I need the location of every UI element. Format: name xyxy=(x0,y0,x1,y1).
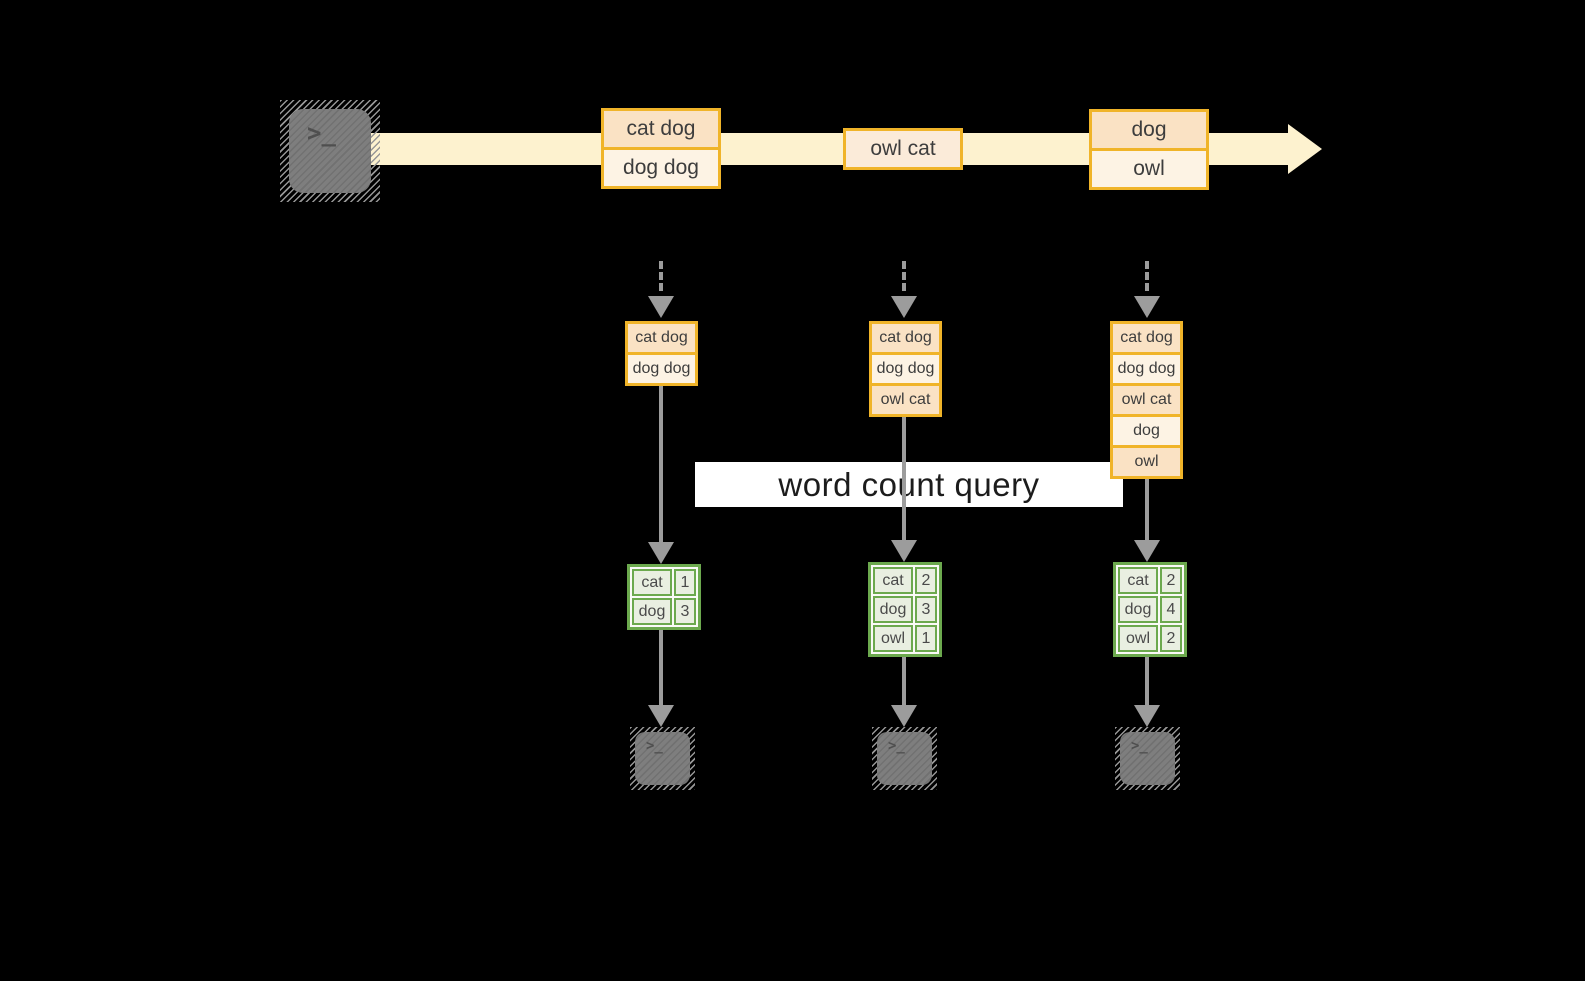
state-row: dog xyxy=(1113,414,1180,445)
flow-arrow xyxy=(902,417,906,540)
result-word: dog xyxy=(873,596,913,623)
event-row: owl xyxy=(1092,148,1206,187)
flow-arrow xyxy=(1145,657,1149,705)
terminal-prompt-icon: >_ xyxy=(646,738,663,754)
flow-arrow xyxy=(659,386,663,542)
event-row: dog dog xyxy=(604,147,718,186)
sink-terminal-icon: >_ xyxy=(872,727,937,790)
state-stack: cat dog dog dog owl cat xyxy=(869,321,942,417)
result-count: 4 xyxy=(1160,596,1182,623)
event-row: owl cat xyxy=(846,131,960,167)
result-table: cat 1 dog 3 xyxy=(627,564,701,630)
flow-arrow-head-icon xyxy=(648,542,674,564)
state-row: owl cat xyxy=(1113,383,1180,414)
state-row: owl xyxy=(1113,445,1180,476)
flow-arrow-head-icon xyxy=(1134,705,1160,727)
state-row: cat dog xyxy=(628,324,695,352)
dashed-arrow-head-icon xyxy=(648,296,674,318)
flow-arrow xyxy=(902,657,906,705)
result-word: cat xyxy=(873,567,913,594)
terminal-body: >_ xyxy=(1120,732,1175,785)
sink-terminal-icon: >_ xyxy=(630,727,695,790)
terminal-prompt-icon: >_ xyxy=(888,738,905,754)
state-row: cat dog xyxy=(872,324,939,352)
result-word: owl xyxy=(1118,625,1158,652)
result-word: dog xyxy=(1118,596,1158,623)
terminal-prompt-icon: >_ xyxy=(1131,738,1148,754)
state-row: dog dog xyxy=(1113,352,1180,383)
source-terminal-icon: >_ xyxy=(280,100,380,202)
flow-arrow-head-icon xyxy=(648,705,674,727)
sink-terminal-icon: >_ xyxy=(1115,727,1180,790)
flow-arrow xyxy=(1145,479,1149,540)
event-row: cat dog xyxy=(604,111,718,147)
flow-arrow xyxy=(659,630,663,705)
result-word: owl xyxy=(873,625,913,652)
flow-arrow-head-icon xyxy=(891,705,917,727)
result-table: cat 2 dog 4 owl 2 xyxy=(1113,562,1187,657)
state-row: owl cat xyxy=(872,383,939,414)
result-count: 2 xyxy=(1160,625,1182,652)
result-count: 2 xyxy=(1160,567,1182,594)
result-count: 3 xyxy=(915,596,937,623)
result-count: 1 xyxy=(674,569,696,596)
stream-event-box: dog owl xyxy=(1089,109,1209,190)
stream-arrow-head-icon xyxy=(1288,124,1322,174)
flow-arrow-head-icon xyxy=(891,540,917,562)
result-table: cat 2 dog 3 owl 1 xyxy=(868,562,942,657)
dashed-arrow xyxy=(659,261,663,291)
result-count: 3 xyxy=(674,598,696,625)
result-word: cat xyxy=(1118,567,1158,594)
state-row: cat dog xyxy=(1113,324,1180,352)
flow-arrow-head-icon xyxy=(1134,540,1160,562)
state-row: dog dog xyxy=(872,352,939,383)
dashed-arrow xyxy=(1145,261,1149,291)
result-word: cat xyxy=(632,569,672,596)
query-label: word count query xyxy=(778,465,1040,503)
result-count: 1 xyxy=(915,625,937,652)
stream-event-box: cat dog dog dog xyxy=(601,108,721,189)
event-row: dog xyxy=(1092,112,1206,148)
dashed-arrow xyxy=(902,261,906,291)
result-count: 2 xyxy=(915,567,937,594)
query-label-band: word count query xyxy=(695,462,1123,507)
result-word: dog xyxy=(632,598,672,625)
terminal-body: >_ xyxy=(877,732,932,785)
state-stack: cat dog dog dog owl cat dog owl xyxy=(1110,321,1183,479)
state-stack: cat dog dog dog xyxy=(625,321,698,386)
terminal-body: >_ xyxy=(635,732,690,785)
terminal-prompt-icon: >_ xyxy=(307,119,336,147)
terminal-body: >_ xyxy=(289,109,371,193)
dashed-arrow-head-icon xyxy=(891,296,917,318)
state-row: dog dog xyxy=(628,352,695,383)
dashed-arrow-head-icon xyxy=(1134,296,1160,318)
stream-event-box: owl cat xyxy=(843,128,963,170)
